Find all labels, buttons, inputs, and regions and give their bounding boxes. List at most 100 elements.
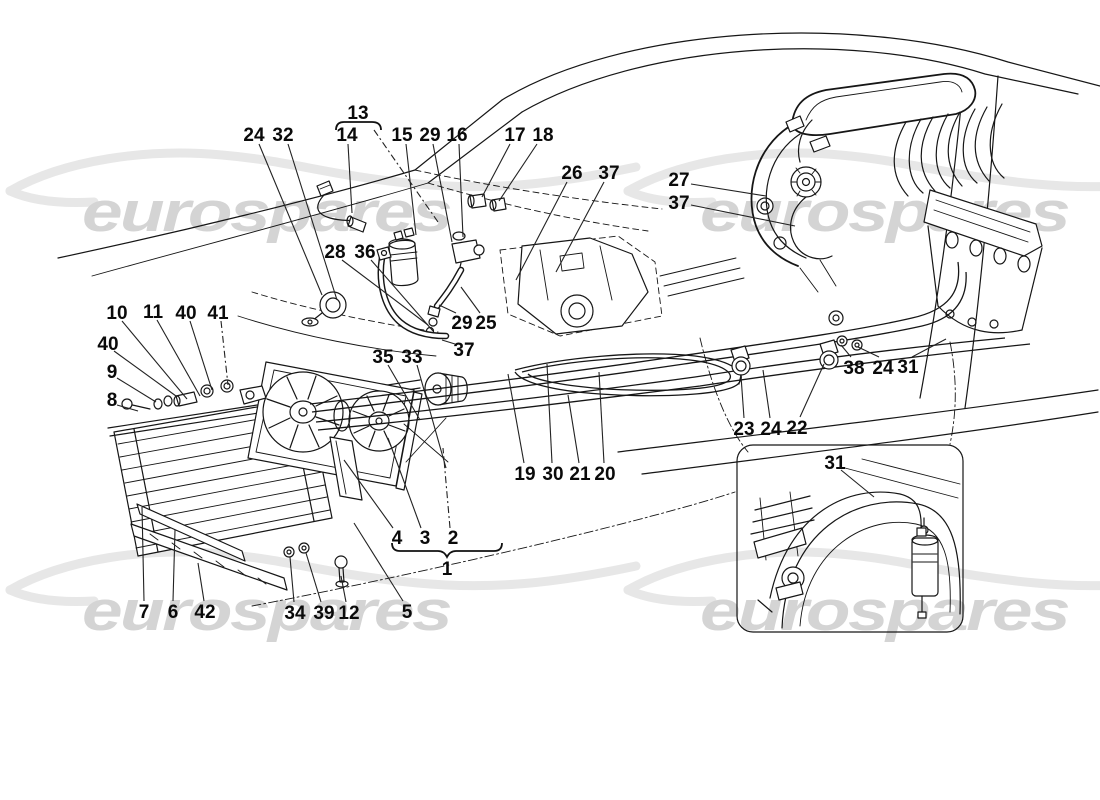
leader-34 xyxy=(289,556,295,603)
part-label-9: 9 xyxy=(107,362,118,383)
leader-lines xyxy=(113,129,947,603)
leader-5 xyxy=(353,522,404,602)
watermark-bottom-right: eurospares xyxy=(628,552,1100,643)
fan-left xyxy=(262,371,344,453)
drier-bottle xyxy=(388,227,419,287)
inset-canister xyxy=(911,517,939,619)
part-label-24c: 24 xyxy=(872,358,894,379)
watermark-text: eurospares xyxy=(700,579,1068,643)
part-label-7: 7 xyxy=(139,602,150,623)
leader-24a xyxy=(258,143,323,296)
leader-17 xyxy=(481,143,511,198)
watermark-top-left: eurospares xyxy=(10,153,636,244)
leader-29b xyxy=(438,304,457,314)
leader-30 xyxy=(546,363,553,464)
part-label-27: 27 xyxy=(668,170,689,191)
leader-38 xyxy=(840,344,852,358)
leader-29a xyxy=(432,143,453,243)
engine xyxy=(750,72,1043,334)
part-label-1: 1 xyxy=(442,559,453,580)
part-label-2: 2 xyxy=(448,528,459,549)
part-label-40a: 40 xyxy=(175,303,196,324)
leader-40b xyxy=(113,350,177,397)
part-label-5: 5 xyxy=(402,602,413,623)
part-label-16: 16 xyxy=(446,125,467,146)
part-label-25: 25 xyxy=(475,313,497,334)
part-label-11: 11 xyxy=(143,302,164,323)
leader-21 xyxy=(567,394,580,464)
leader-4 xyxy=(343,459,394,529)
bracket-group-1 xyxy=(391,542,503,560)
part-label-37c: 37 xyxy=(453,340,474,361)
leader-18 xyxy=(498,143,538,202)
group-brackets xyxy=(335,121,503,560)
leader-19 xyxy=(507,373,525,464)
watermark-bottom-left: eurospares xyxy=(10,552,636,643)
part-label-14: 14 xyxy=(336,125,358,146)
part-label-40b: 40 xyxy=(97,334,118,355)
part-label-32: 32 xyxy=(272,125,293,146)
leader-14 xyxy=(347,143,353,214)
leader-41 xyxy=(220,320,229,386)
leader-42 xyxy=(197,562,205,602)
pipe-clamps xyxy=(730,335,863,385)
leader-2 xyxy=(442,447,451,529)
leader-27 xyxy=(690,183,767,197)
part-label-33: 33 xyxy=(401,347,422,368)
valve-assembly xyxy=(425,231,485,336)
leader-7 xyxy=(141,506,145,602)
leader-35 xyxy=(387,364,421,421)
leader-8 xyxy=(116,404,139,412)
horn xyxy=(301,291,347,327)
part-label-37b: 37 xyxy=(668,193,689,214)
part-label-34: 34 xyxy=(284,603,306,624)
compressor-clutch xyxy=(790,166,822,198)
part-label-41: 41 xyxy=(207,303,229,324)
inset-box xyxy=(736,444,964,633)
part-label-19: 19 xyxy=(514,464,535,485)
part-label-23: 23 xyxy=(733,419,754,440)
part-label-35: 35 xyxy=(372,347,394,368)
part-label-37a: 37 xyxy=(598,163,619,184)
part-label-39: 39 xyxy=(313,603,334,624)
part-label-13: 13 xyxy=(347,103,368,124)
evaporator-assembly xyxy=(499,235,745,337)
fan-right xyxy=(348,390,410,452)
part-label-17: 17 xyxy=(504,125,525,146)
leader-28 xyxy=(341,259,429,326)
part-label-18: 18 xyxy=(532,125,553,146)
leader-13 xyxy=(373,129,439,223)
bracket-group-13 xyxy=(335,121,382,131)
part-label-29a: 29 xyxy=(419,125,440,146)
part-label-24a: 24 xyxy=(243,125,265,146)
leader-31a xyxy=(911,338,947,358)
watermark-text: eurospares xyxy=(82,180,450,244)
part-label-12: 12 xyxy=(338,603,359,624)
leader-6 xyxy=(172,529,176,602)
part-label-29b: 29 xyxy=(451,313,472,334)
leader-24c xyxy=(857,346,880,358)
part-label-22: 22 xyxy=(786,418,807,439)
leader-22 xyxy=(799,363,825,418)
ac-pipes xyxy=(309,261,1031,431)
part-label-6: 6 xyxy=(168,602,179,623)
part-label-10: 10 xyxy=(106,303,127,324)
part-label-30: 30 xyxy=(542,464,563,485)
leader-39 xyxy=(305,552,322,603)
leader-10 xyxy=(121,320,188,400)
intake-runners xyxy=(893,103,1005,197)
leader-31b xyxy=(840,469,875,498)
leader-25 xyxy=(460,286,481,314)
mount-bracket xyxy=(283,436,363,588)
leader-26 xyxy=(515,181,568,281)
part-label-36: 36 xyxy=(354,242,375,263)
leader-32 xyxy=(287,143,338,301)
leader-20 xyxy=(598,371,605,464)
part-label-15: 15 xyxy=(391,125,413,146)
fan-shroud xyxy=(247,361,449,491)
part-label-8: 8 xyxy=(107,390,118,411)
leader-37b xyxy=(690,204,796,227)
